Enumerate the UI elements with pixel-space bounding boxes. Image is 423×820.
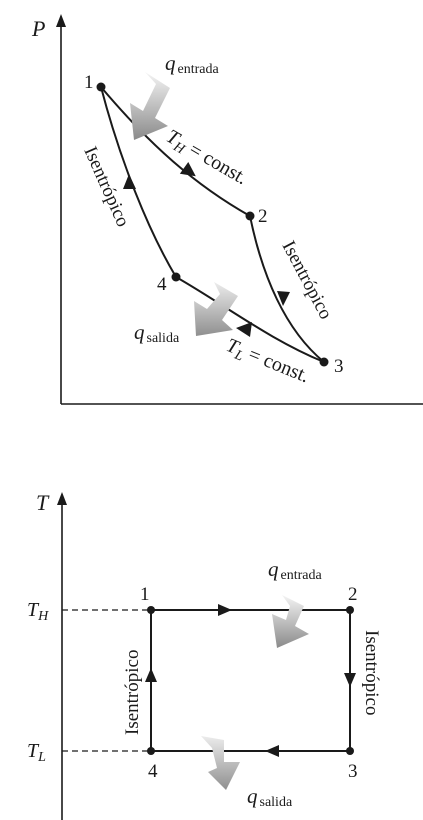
- pv-y-axis-arrow: [56, 14, 66, 27]
- pv-isentropic-compression: [100, 86, 177, 278]
- pv-isentropic-right-label: Isentrópico: [278, 237, 337, 322]
- pv-arrow-3-4: [236, 322, 252, 337]
- pv-tl-label: TL = const.: [222, 334, 312, 390]
- ts-heat-out-arrow: [201, 736, 240, 790]
- ts-y-axis-label: T: [36, 490, 50, 515]
- pv-arrow-2-3: [277, 291, 290, 306]
- ts-label-2: 2: [348, 584, 358, 605]
- pv-label-1: 1: [84, 72, 94, 93]
- ts-point-4: [147, 747, 155, 755]
- ts-isentropic-left-label: Isentrópico: [122, 650, 143, 735]
- pv-point-4: [171, 272, 181, 282]
- pv-label-3: 3: [334, 356, 344, 377]
- ts-label-3: 3: [348, 761, 358, 782]
- ts-point-2: [346, 606, 354, 614]
- ts-arrow-3-4: [265, 745, 279, 757]
- ts-arrow-4-1: [145, 668, 157, 682]
- ts-point-3: [346, 747, 354, 755]
- pv-isotherm-th: [100, 86, 251, 217]
- ts-label-4: 4: [148, 761, 158, 782]
- pv-label-4: 4: [157, 274, 167, 295]
- ts-arrow-1-2: [218, 604, 232, 616]
- pv-isentropic-expansion: [249, 215, 325, 363]
- ts-isentropic-right-label: Isentrópico: [361, 630, 382, 715]
- pv-heat-out-arrow: [194, 282, 238, 336]
- ts-th-label: TH: [27, 599, 49, 624]
- pv-arrow-4-1: [123, 174, 136, 189]
- pv-label-2: 2: [258, 206, 268, 227]
- pv-point-2: [245, 211, 255, 221]
- pv-point-1: [96, 82, 106, 92]
- ts-tl-label: TL: [27, 740, 46, 765]
- pv-heat-in-arrow: [130, 72, 170, 140]
- pv-isotherm-tl: [175, 276, 325, 363]
- ts-y-axis-arrow: [57, 492, 67, 505]
- ts-arrow-2-3: [344, 673, 356, 687]
- pv-point-3: [319, 357, 329, 367]
- pv-y-axis-label: P: [31, 16, 45, 41]
- pv-th-label: TH = const.: [161, 125, 251, 192]
- ts-label-1: 1: [140, 584, 150, 605]
- ts-heat-in-arrow: [272, 595, 309, 648]
- ts-point-1: [147, 606, 155, 614]
- pv-arrow-1-2: [179, 162, 196, 177]
